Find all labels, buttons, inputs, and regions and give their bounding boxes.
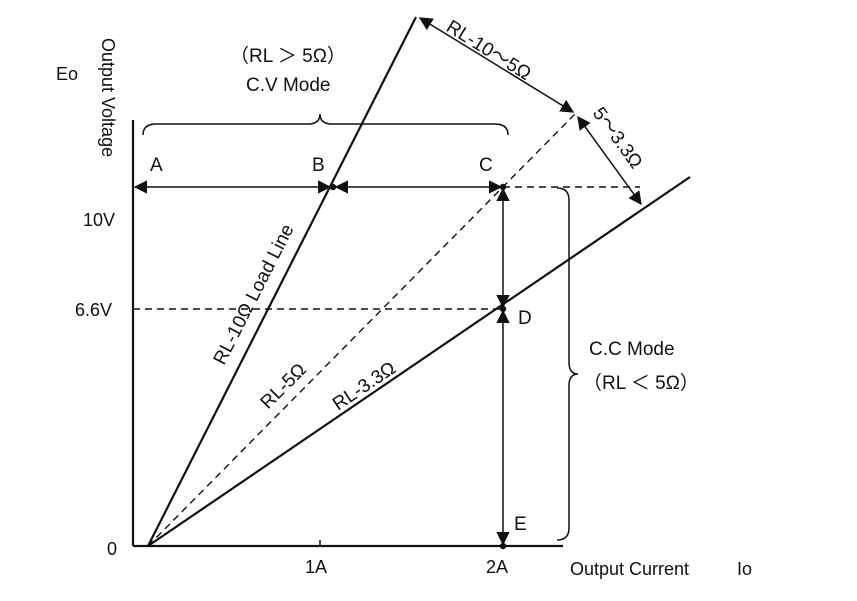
point-label-b: B bbox=[312, 155, 325, 176]
load-line-rl5 bbox=[147, 111, 578, 547]
y-tick-6.6v: 6.6V bbox=[75, 300, 112, 320]
point-label-a: A bbox=[150, 155, 163, 176]
cc-mode-label: C.C Mode bbox=[589, 339, 675, 360]
point-c bbox=[499, 183, 507, 191]
origin-label: 0 bbox=[107, 539, 117, 559]
load-line-rl33-label: RL-3.3Ω bbox=[329, 358, 400, 415]
load-line-rl5-label: RL-5Ω bbox=[257, 360, 311, 414]
load-line-rl33 bbox=[147, 176, 691, 547]
cv-mode-label: C.V Mode bbox=[246, 75, 330, 96]
y-tick-10v: 10V bbox=[83, 210, 115, 230]
x-axis-label: Output Current bbox=[570, 559, 689, 579]
point-label-d: D bbox=[518, 308, 532, 329]
x-tick-label-1a: 1A bbox=[305, 557, 327, 577]
cc-mode-brace bbox=[556, 187, 579, 541]
range-label-5-3.3: 5～3.3Ω bbox=[588, 104, 646, 173]
point-e bbox=[499, 542, 507, 550]
point-b bbox=[329, 183, 337, 191]
cc-mode-condition: （RL ＜ 5Ω） bbox=[583, 372, 699, 394]
arrow-range-5-3.3 bbox=[577, 115, 642, 206]
point-label-e: E bbox=[514, 514, 527, 535]
y-axis-symbol: Eo bbox=[56, 64, 78, 84]
range-label-10-5: RL-10～5Ω bbox=[442, 16, 534, 84]
point-d bbox=[499, 305, 507, 313]
x-axis-symbol: Io bbox=[737, 559, 752, 579]
x-tick-label-2a: 2A bbox=[486, 557, 508, 577]
point-label-c: C bbox=[479, 155, 493, 176]
cv-mode-brace bbox=[142, 113, 509, 136]
arrow-range-10-5 bbox=[418, 17, 575, 113]
cv-mode-condition: （RL ＞ 5Ω） bbox=[230, 45, 346, 67]
load-line-rl10-label: RL-10Ω Load Line bbox=[210, 221, 299, 368]
load-line-rl10 bbox=[147, 16, 417, 547]
y-axis-label: Output Voltage bbox=[98, 38, 118, 157]
